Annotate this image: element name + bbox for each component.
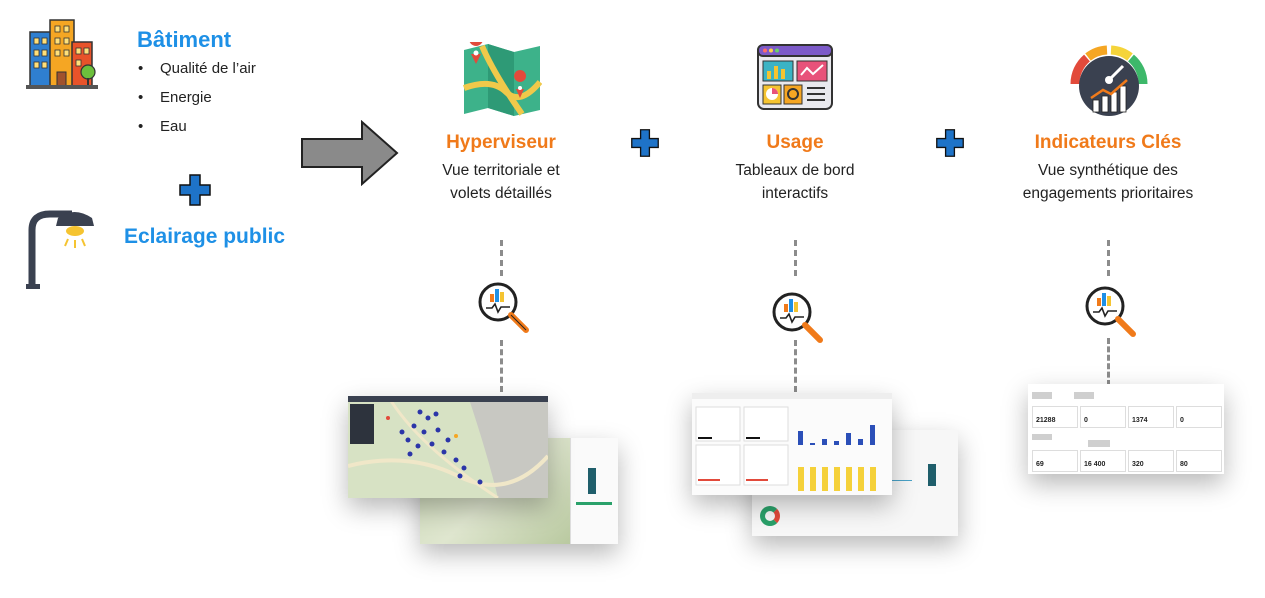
building-icon <box>26 18 98 90</box>
dashed-connector <box>794 240 797 276</box>
dashed-connector <box>500 240 503 276</box>
plus-icon <box>630 128 660 158</box>
kpi-card: 0 <box>1176 406 1222 428</box>
dashed-connector <box>1107 338 1110 386</box>
plus-icon <box>935 128 965 158</box>
eclairage-title: Eclairage public <box>124 225 286 248</box>
batiment-bullet-list: •Qualité de l’air •Energie •Eau <box>138 58 256 145</box>
dashboard-icon <box>757 44 833 110</box>
hyperviseur-screenshot-front <box>348 396 548 498</box>
plus-icon <box>178 173 212 207</box>
kpi-card: 21288 <box>1032 406 1078 428</box>
right-arrow-icon <box>300 119 400 187</box>
analytics-magnifier-icon <box>1081 282 1137 338</box>
dashed-connector <box>794 340 797 392</box>
pillar-title: Indicateurs Clés <box>1034 132 1182 153</box>
bullet-item: •Eau <box>138 118 187 135</box>
usage-screenshot-front <box>692 393 892 495</box>
dashed-connector <box>500 340 503 392</box>
kpi-card: 16 400 <box>1080 450 1126 472</box>
bullet-item: •Qualité de l’air <box>138 60 256 77</box>
dashed-connector <box>1107 240 1110 276</box>
pillar-title: Usage <box>766 132 824 153</box>
kpi-card: 69 <box>1032 450 1078 472</box>
pillar-title: Hyperviseur <box>446 132 556 153</box>
kpi-card: 1374 <box>1128 406 1174 428</box>
bullet-item: •Energie <box>138 89 212 106</box>
street-light-icon <box>24 208 100 290</box>
batiment-title: Bâtiment <box>137 27 232 52</box>
kpi-card: 320 <box>1128 450 1174 472</box>
kpi-card: 0 <box>1080 406 1126 428</box>
map-icon <box>462 32 543 116</box>
kpi-card: 80 <box>1176 450 1222 472</box>
analytics-magnifier-icon <box>768 288 824 344</box>
kpi-screenshot: 21288 0 1374 0 69 16 400 320 80 <box>1028 384 1224 474</box>
analytics-magnifier-icon <box>474 278 530 334</box>
gauge-icon <box>1069 40 1149 120</box>
